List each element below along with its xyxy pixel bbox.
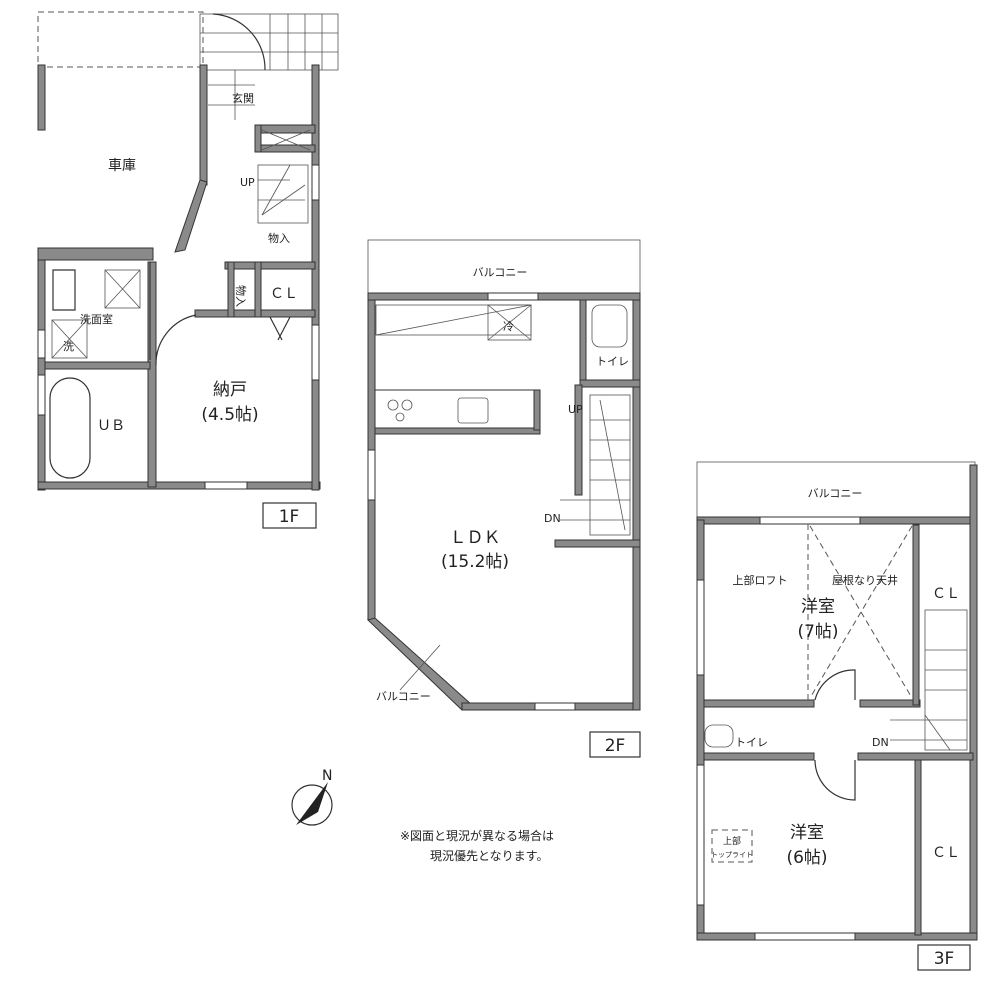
room-size-ldk: (15.2帖) bbox=[441, 552, 509, 572]
room-label-closet: ＣＬ bbox=[270, 286, 298, 302]
room-label-storage: 物入 bbox=[268, 231, 290, 245]
toilet-fixture bbox=[704, 724, 734, 748]
washer-label: 洗 bbox=[63, 340, 74, 353]
floor-3f: 上部ロフト 屋根なり天井 ＣＬ 洋室 (7帖) トイレ DN 洋室 (6帖) 上… bbox=[696, 461, 978, 971]
north-arrow-icon: N bbox=[291, 768, 333, 826]
stairs-2f bbox=[560, 394, 631, 536]
entry-door-swing bbox=[212, 13, 266, 71]
room-label-closet-top: ＣＬ bbox=[932, 586, 960, 602]
stair-down-label: DN bbox=[544, 512, 561, 525]
stair-down-label: DN bbox=[872, 736, 889, 749]
skylight-outline bbox=[711, 829, 753, 863]
loft-label: 上部ロフト bbox=[733, 573, 788, 587]
floor-label-3f: 3F bbox=[934, 949, 955, 969]
room-label-washroom: 洗面室 bbox=[80, 312, 113, 326]
compass-label: N bbox=[322, 768, 332, 784]
window bbox=[311, 324, 320, 381]
skylight-label-2: トップライト bbox=[711, 851, 753, 859]
floor-1f: 車庫 玄関 UP 物入 物入 ＣＬ 洗面室 洗 ＵＢ 納戸 (4.5帖) 1F bbox=[37, 11, 339, 529]
room-label-garage: 車庫 bbox=[108, 157, 136, 174]
room-label-balcony-bottom: バルコニー bbox=[376, 690, 431, 703]
floor-label-1f: 1F bbox=[279, 507, 300, 527]
bathtub bbox=[49, 377, 91, 479]
door-swing bbox=[814, 759, 856, 801]
room-size-western-7: (7帖) bbox=[797, 622, 838, 642]
door-swing bbox=[155, 314, 197, 366]
room-label-balcony-top: バルコニー bbox=[473, 266, 528, 279]
floor-2f: バルコニー 冷 トイレ UP DN ＬＤＫ (15.2帖) バルコニー 2F bbox=[367, 239, 641, 758]
entrance-porch-grid bbox=[199, 13, 339, 120]
disclaimer-line-1: ※図面と現況が異なる場合は bbox=[400, 828, 554, 843]
room-label-entrance: 玄関 bbox=[232, 91, 254, 105]
floor-label-box-2f bbox=[589, 731, 641, 758]
room-label-closet-bottom: ＣＬ bbox=[932, 845, 960, 861]
room-label-toilet: トイレ bbox=[735, 736, 768, 749]
room-label-storage-2: 物入 bbox=[234, 285, 248, 307]
skylight-label-1: 上部 bbox=[723, 835, 741, 847]
stairs-1f bbox=[257, 164, 309, 224]
toilet-fixture bbox=[591, 304, 628, 348]
stairs-3f bbox=[890, 609, 968, 751]
window bbox=[37, 374, 46, 416]
ceiling-label: 屋根なり天井 bbox=[832, 573, 898, 587]
floor-label-box-1f bbox=[262, 502, 317, 529]
stair-up-label: UP bbox=[240, 176, 255, 189]
room-label-western-6: 洋室 bbox=[790, 823, 824, 843]
disclaimer-line-2: 現況優先となります。 bbox=[430, 848, 548, 863]
window bbox=[204, 481, 248, 490]
parking-area-outline bbox=[37, 11, 204, 68]
window bbox=[37, 329, 46, 359]
floor-label-box-3f bbox=[917, 944, 971, 971]
washer-space bbox=[51, 319, 88, 359]
room-label-bath: ＵＢ bbox=[97, 418, 125, 434]
room-label-toilet: トイレ bbox=[596, 355, 629, 368]
window bbox=[311, 164, 320, 201]
room-size-western-6: (6帖) bbox=[786, 848, 827, 868]
floor-label-2f: 2F bbox=[605, 736, 626, 756]
fridge-label: 冷 bbox=[503, 320, 514, 333]
washbasin bbox=[52, 262, 151, 360]
room-label-western-7: 洋室 bbox=[801, 597, 835, 617]
room-label-nando: 納戸 bbox=[213, 380, 247, 400]
room-label-balcony: バルコニー bbox=[808, 487, 863, 500]
stair-up-label: UP bbox=[568, 403, 583, 416]
door-swing bbox=[814, 669, 856, 701]
room-label-ldk: ＬＤＫ bbox=[450, 528, 501, 548]
room-size-nando: (4.5帖) bbox=[201, 405, 258, 425]
